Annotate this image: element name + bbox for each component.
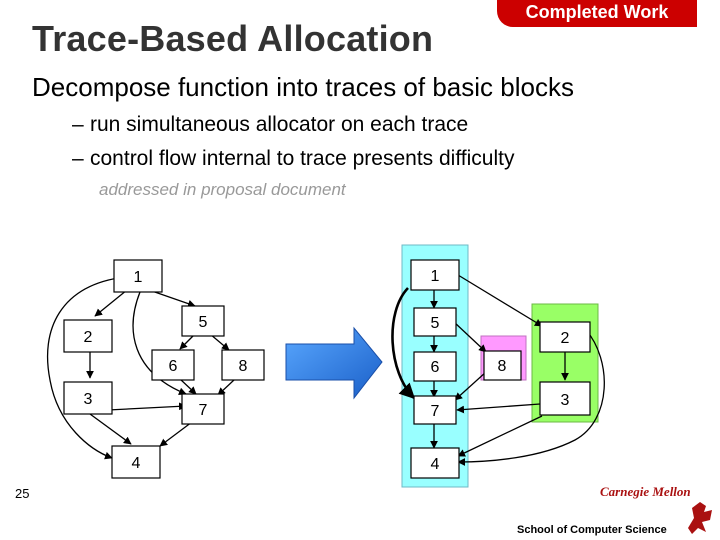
svg-text:2: 2 [84, 329, 93, 346]
svg-text:8: 8 [498, 358, 507, 375]
svg-text:7: 7 [431, 403, 440, 420]
edge [457, 274, 543, 327]
school-name: School of Computer Science [517, 524, 667, 536]
main-bullet: Decompose function into traces of basic … [32, 72, 574, 102]
block-5: 5 [181, 305, 225, 337]
edge [89, 413, 132, 445]
block-8: 8 [483, 350, 522, 381]
left-graph: 1 2 5 6 8 3 7 4 [46, 259, 265, 479]
slide-title: Trace-Based Allocation [32, 18, 434, 59]
griffin-icon [688, 502, 712, 534]
block-1: 1 [113, 259, 163, 293]
block-6: 6 [151, 349, 195, 381]
edge [457, 329, 605, 466]
sub-bullet-text: control flow internal to trace presents … [90, 147, 515, 170]
svg-text:4: 4 [431, 456, 440, 473]
svg-text:1: 1 [431, 268, 440, 285]
block-6: 6 [413, 351, 457, 382]
block-5: 5 [413, 307, 457, 337]
block-2: 2 [63, 319, 113, 353]
block-3: 3 [539, 381, 591, 416]
svg-text:3: 3 [561, 392, 570, 409]
edge [454, 371, 487, 401]
block-7: 7 [413, 395, 457, 425]
sub-bullet: –run simultaneous allocator on each trac… [72, 113, 469, 136]
edge [456, 403, 541, 414]
svg-text:2: 2 [561, 330, 570, 347]
edge [217, 379, 235, 396]
sub-bullet: –control flow internal to trace presents… [72, 147, 515, 170]
edge [453, 321, 487, 353]
svg-text:8: 8 [239, 358, 248, 375]
transform-arrow-icon [285, 326, 383, 400]
edge [107, 402, 187, 411]
edge [46, 276, 126, 460]
svg-text:1: 1 [134, 269, 143, 286]
svg-text:5: 5 [431, 315, 440, 332]
university-logo: Carnegie Mellon [600, 484, 691, 499]
svg-text:3: 3 [84, 391, 93, 408]
svg-text:4: 4 [132, 455, 141, 472]
edge [209, 333, 230, 351]
svg-text:6: 6 [431, 359, 440, 376]
page-number: 25 [15, 486, 30, 501]
edge [179, 378, 197, 395]
svg-text:5: 5 [199, 314, 208, 331]
edge [94, 289, 128, 317]
block-2: 2 [539, 321, 591, 353]
edge [391, 287, 416, 400]
block-1: 1 [410, 259, 460, 291]
svg-text:7: 7 [199, 402, 208, 419]
note-text: addressed in proposal document [99, 180, 346, 199]
block-4: 4 [410, 447, 460, 479]
right-graph: 1 5 6 7 4 8 2 3 [391, 244, 605, 488]
block-4: 4 [111, 445, 161, 479]
block-3: 3 [63, 381, 113, 415]
sub-bullet-text: run simultaneous allocator on each trace [90, 113, 469, 136]
edge [132, 291, 187, 395]
edge [148, 289, 196, 308]
edge [457, 415, 543, 457]
edge [159, 421, 193, 447]
svg-text:6: 6 [169, 358, 178, 375]
block-8: 8 [221, 349, 265, 381]
block-7: 7 [181, 393, 225, 425]
section-tab: Completed Work [497, 0, 697, 27]
